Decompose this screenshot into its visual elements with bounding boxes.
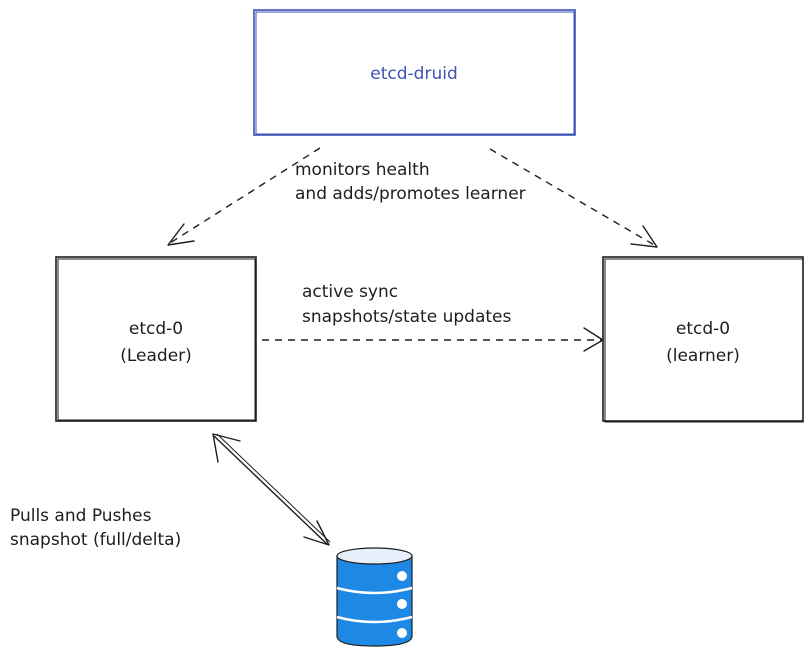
etcd-druid-label: etcd-druid [370,64,457,84]
etcd-druid-node[interactable]: etcd-druid [253,9,576,136]
leader-node[interactable]: etcd-0 (Leader) [55,256,257,422]
sync-label-line2: snapshots/state updates [302,307,511,327]
druid-to-learner-arrow [489,148,658,248]
leader-name-label: etcd-0 [129,319,183,339]
backup-label-line2: snapshot (full/delta) [10,530,181,550]
monitor-label-line2: and adds/promotes learner [295,184,526,204]
monitor-label-line1: monitors health [295,160,430,180]
leader-storage-arrow [212,433,331,546]
database-icon[interactable] [336,547,413,647]
learner-role-label: (learner) [666,346,740,366]
leader-role-label: (Leader) [120,346,192,366]
druid-to-leader-arrow [167,147,321,246]
learner-node[interactable]: etcd-0 (learner) [602,256,804,423]
backup-label-line1: Pulls and Pushes [10,506,152,526]
sync-edge-label: active sync snapshots/state updates [302,282,511,327]
backup-edge-label: Pulls and Pushes snapshot (full/delta) [10,506,181,550]
leader-to-learner-arrow [262,327,604,352]
sync-label-line1: active sync [302,282,398,302]
learner-name-label: etcd-0 [676,319,730,339]
monitor-edge-label: monitors health and adds/promotes learne… [295,160,526,204]
